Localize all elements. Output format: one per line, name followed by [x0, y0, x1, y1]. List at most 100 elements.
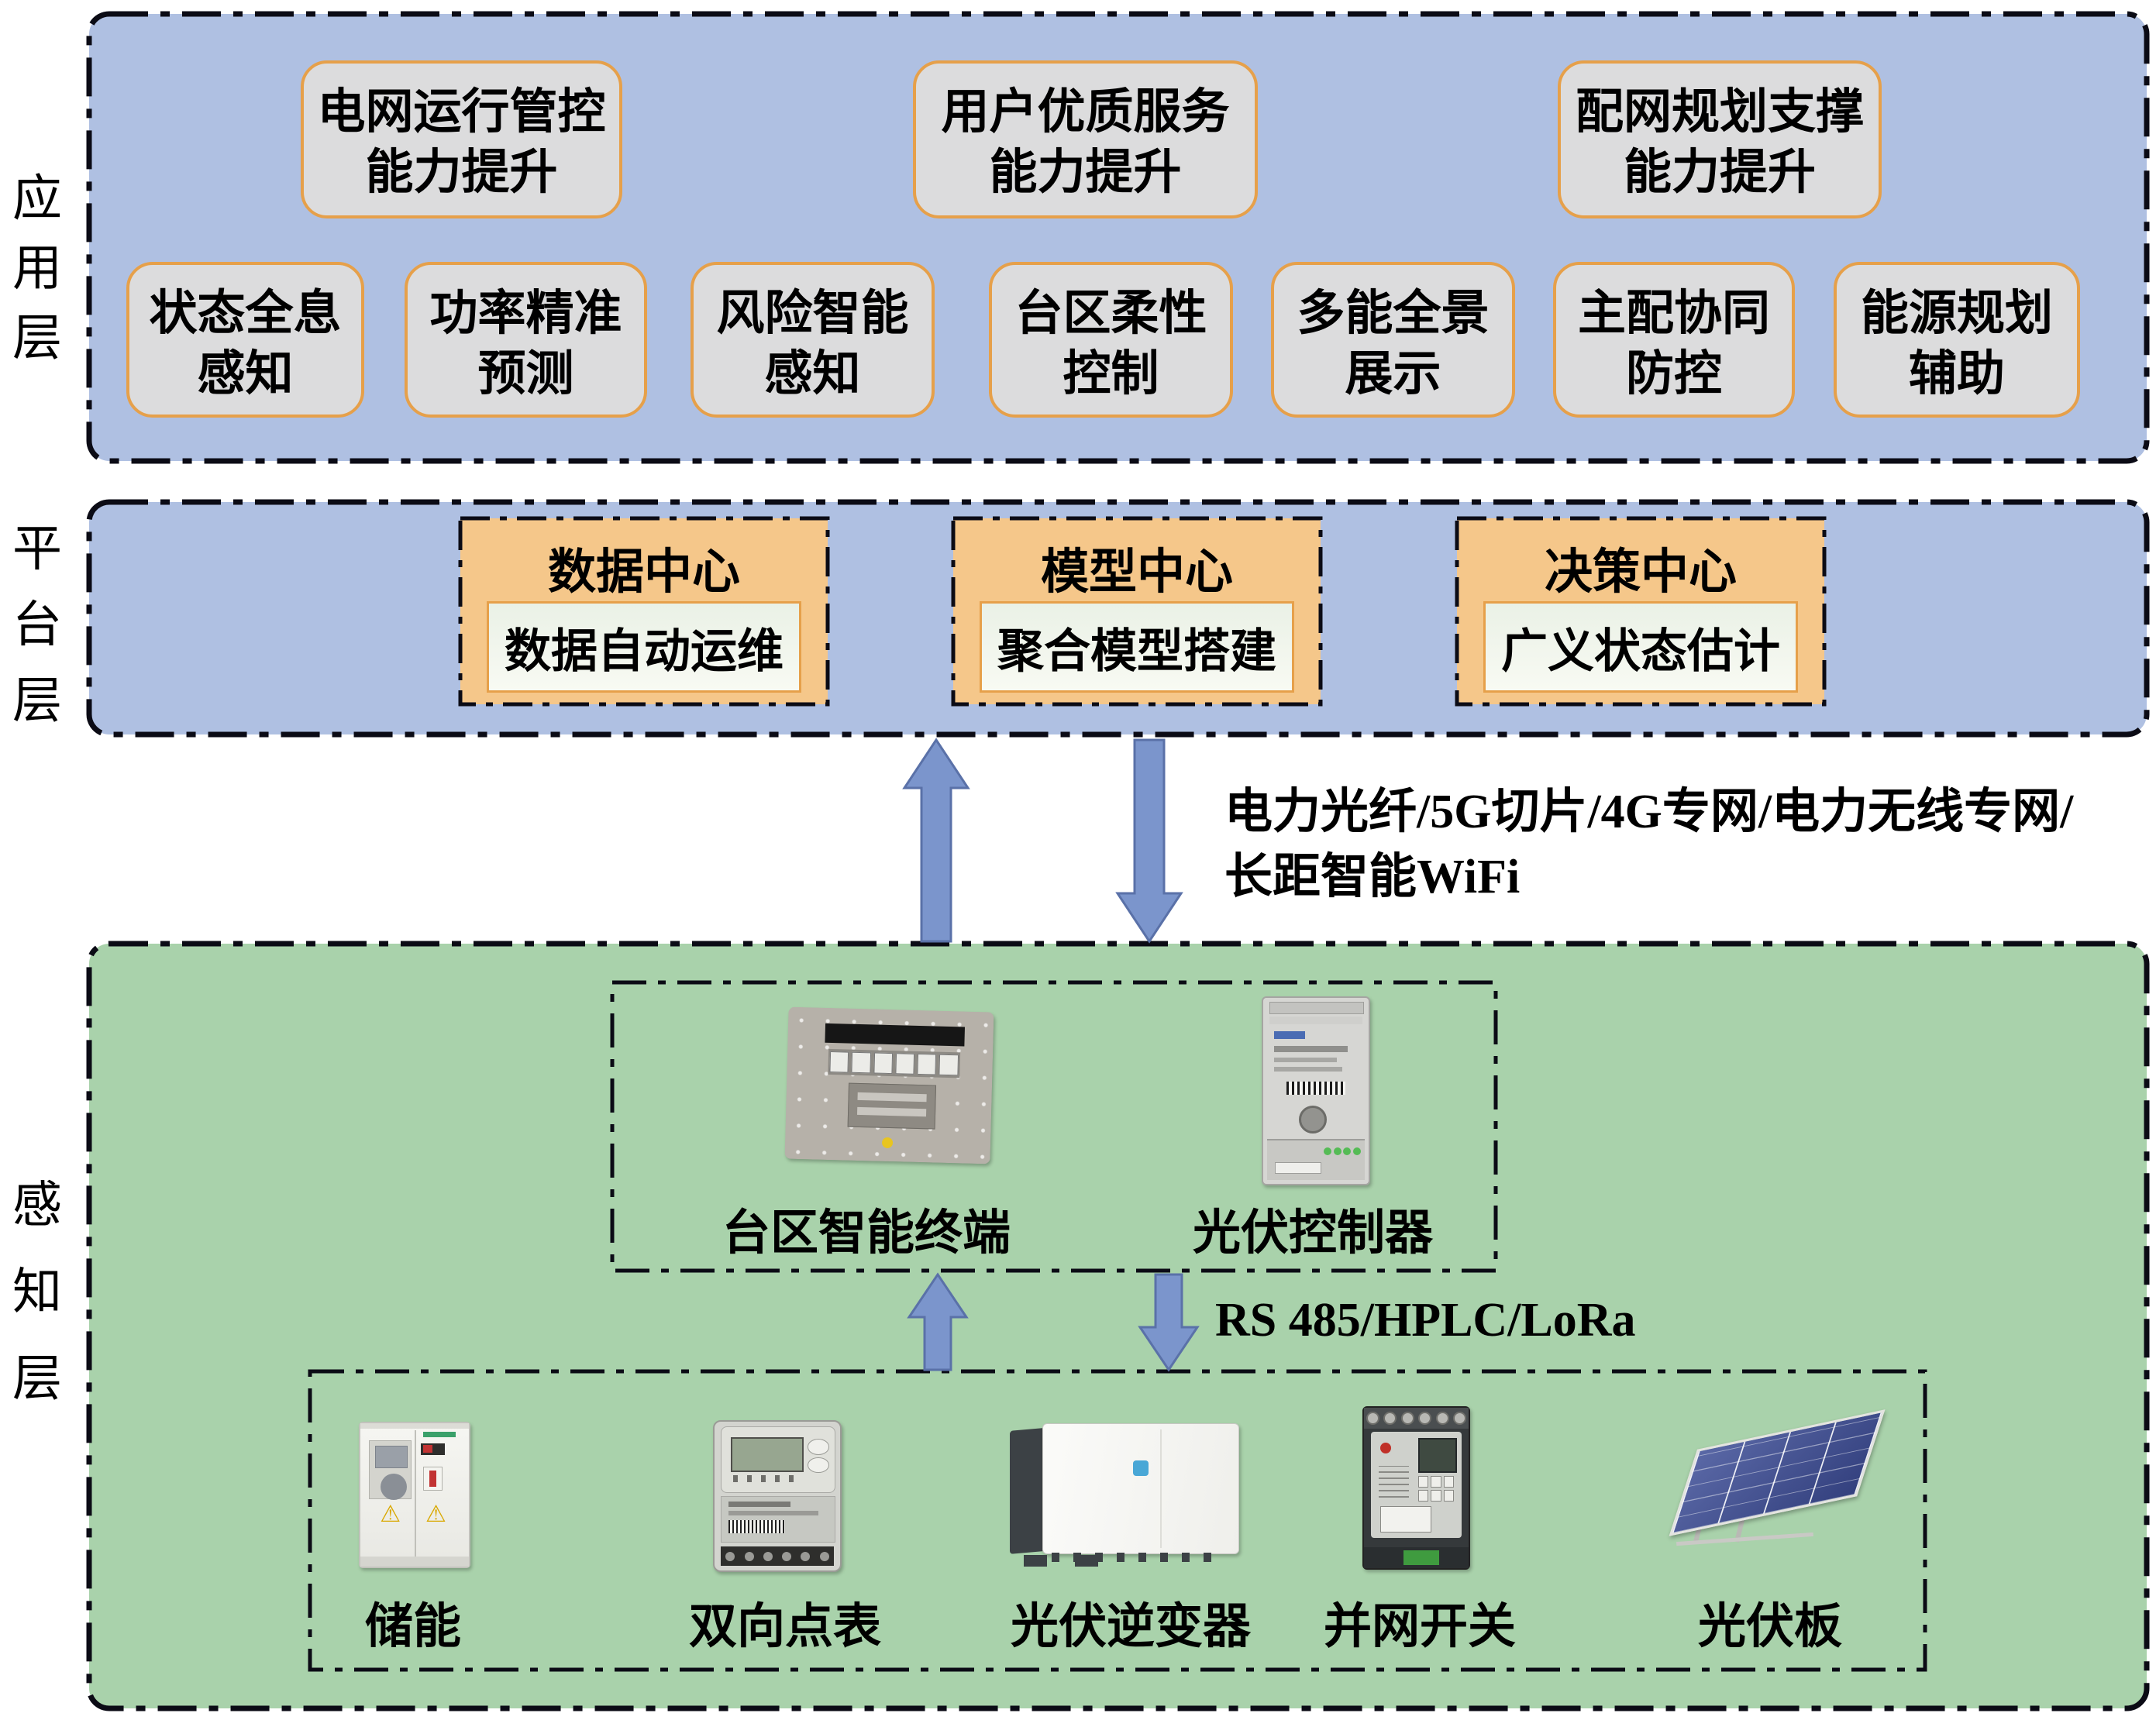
terminal-meter-panel — [847, 1082, 936, 1130]
goal-box-line2: 能力提升 — [365, 146, 558, 199]
decision-center-title: 决策中心 — [1544, 546, 1737, 599]
pv-panel-image — [1662, 1409, 1891, 1553]
link-line1: 电力光纤/5G切片/4G专网/电力无线专网/ — [1224, 786, 2074, 838]
controller-slot — [1275, 1162, 1321, 1175]
goal-box-user-service: 用户优质服务 能力提升 — [913, 60, 1258, 218]
meter-text-bar — [728, 1511, 819, 1516]
meter-label-area — [721, 1496, 835, 1543]
capability-line2: 辅助 — [1908, 348, 2005, 401]
capability-line2: 防控 — [1625, 348, 1722, 401]
data-center-box: 数据中心 数据自动运维 — [460, 518, 828, 704]
switch-green-terminal-block — [1403, 1550, 1440, 1565]
switch-slot — [1380, 1505, 1431, 1533]
pv-controller-label: 光伏控制器 — [1192, 1207, 1433, 1260]
data-center-function: 数据自动运维 — [487, 601, 801, 693]
cabinet-indicator — [421, 1443, 446, 1455]
switch-keypad — [1417, 1476, 1455, 1502]
controller-text-line — [1273, 1046, 1348, 1052]
capability-line1: 风险智能 — [716, 287, 909, 340]
capability-box-energy-planning: 能源规划 辅助 — [1834, 262, 2080, 418]
capability-box-power-forecast: 功率精准 预测 — [405, 262, 647, 418]
goal-box-line1: 用户优质服务 — [941, 86, 1230, 139]
goal-box-network-planning: 配网规划支撑 能力提升 — [1558, 60, 1882, 218]
perception-to-platform-arrow — [902, 738, 970, 943]
capability-line2: 感知 — [197, 348, 294, 401]
cabinet-base — [360, 1557, 469, 1567]
switch-front-panel — [1371, 1432, 1462, 1538]
model-center-title: 模型中心 — [1040, 546, 1233, 599]
meter-lcd-screen — [730, 1437, 804, 1472]
terminal-breaker-row — [828, 1048, 960, 1078]
controller-round-button — [1299, 1106, 1328, 1134]
capability-box-coordinated-prevention: 主配协同 防控 — [1553, 262, 1795, 418]
controller-led — [1343, 1147, 1352, 1156]
pv-panel-label: 光伏板 — [1697, 1601, 1842, 1653]
controller-barcode — [1286, 1082, 1346, 1095]
inverter-seam — [1160, 1429, 1162, 1548]
grid-connection-switch-label: 并网开关 — [1323, 1601, 1516, 1653]
controller-cap-strip — [1269, 1017, 1362, 1024]
decision-center-box: 决策中心 广义状态估计 — [1457, 518, 1824, 704]
model-center-box: 模型中心 聚合模型搭建 — [953, 518, 1321, 704]
inverter-foot — [1075, 1555, 1098, 1567]
meter-button — [807, 1438, 830, 1455]
goal-box-line2: 能力提升 — [1623, 146, 1816, 199]
capability-line2: 预测 — [477, 348, 574, 401]
pv-inverter-label: 光伏逆变器 — [1010, 1601, 1251, 1653]
pv-panel-face — [1669, 1409, 1886, 1537]
capability-line1: 功率精准 — [429, 287, 622, 340]
model-center-function: 聚合模型搭建 — [980, 601, 1294, 693]
capability-line2: 展示 — [1345, 348, 1441, 401]
pv-controller-image — [1262, 996, 1370, 1185]
platform-to-perception-arrow — [1115, 738, 1183, 944]
perception-layer-label: 感知层 — [12, 1178, 62, 1406]
application-layer-label: 应用层 — [12, 171, 62, 366]
capability-line1: 主配协同 — [1577, 287, 1770, 340]
meter-button — [807, 1457, 830, 1474]
meter-upper-panel — [721, 1426, 835, 1494]
capability-line1: 台区柔性 — [1014, 287, 1207, 340]
switch-text-lines — [1378, 1465, 1410, 1498]
bidirectional-meter-label: 双向点表 — [688, 1601, 881, 1653]
cabinet-logo-bar — [423, 1432, 456, 1438]
meter-text-bar — [728, 1501, 791, 1507]
cabinet-indicator-window — [423, 1466, 443, 1491]
inverter-foot — [1024, 1555, 1047, 1567]
cabinet-top-cap — [360, 1423, 469, 1429]
pv-inverter-image — [1005, 1423, 1239, 1567]
warning-triangle-icon: ⚠ — [425, 1501, 446, 1527]
goal-box-line2: 能力提升 — [989, 146, 1182, 199]
goal-box-grid-operation: 电网运行管控 能力提升 — [301, 60, 622, 218]
terminal-field-link-label: RS 485/HPLC/LoRa — [1215, 1294, 1636, 1347]
district-smart-terminal-label: 台区智能终端 — [722, 1207, 1011, 1260]
cabinet-door-seam — [415, 1430, 416, 1557]
link-line2: 长距智能WiFi — [1224, 851, 1521, 903]
terminal-top-strip — [825, 1023, 965, 1047]
energy-storage-label: 储能 — [364, 1601, 461, 1653]
capability-box-panorama-display: 多能全景 展示 — [1271, 262, 1515, 418]
controller-led — [1333, 1147, 1341, 1156]
capability-box-state-sensing: 状态全息 感知 — [126, 262, 364, 418]
capability-line2: 感知 — [764, 348, 861, 401]
inverter-front-panel — [1042, 1423, 1239, 1554]
switch-screen — [1417, 1438, 1458, 1474]
goal-box-line1: 配网规划支撑 — [1575, 86, 1864, 139]
controller-top-cap — [1269, 1001, 1364, 1015]
platform-layer-label: 平台层 — [12, 521, 62, 728]
switch-top-terminals — [1364, 1408, 1469, 1429]
grid-connection-switch-image — [1362, 1406, 1470, 1570]
capability-line1: 状态全息 — [149, 287, 342, 340]
controller-bottom-block — [1267, 1139, 1365, 1180]
terminal-indicator-dot — [881, 1137, 893, 1148]
capability-line1: 多能全景 — [1297, 287, 1490, 340]
decision-center-function: 广义状态估计 — [1483, 601, 1798, 693]
meter-barcode — [728, 1519, 785, 1534]
meter-indicator-row — [732, 1475, 801, 1482]
inverter-logo — [1132, 1460, 1149, 1476]
warning-triangle-icon: ⚠ — [380, 1501, 401, 1527]
capability-box-flexible-control: 台区柔性 控制 — [989, 262, 1233, 418]
controller-logo-bar — [1273, 1031, 1306, 1039]
cabinet-vent-panel — [369, 1440, 412, 1500]
district-smart-terminal-image — [784, 1006, 994, 1164]
